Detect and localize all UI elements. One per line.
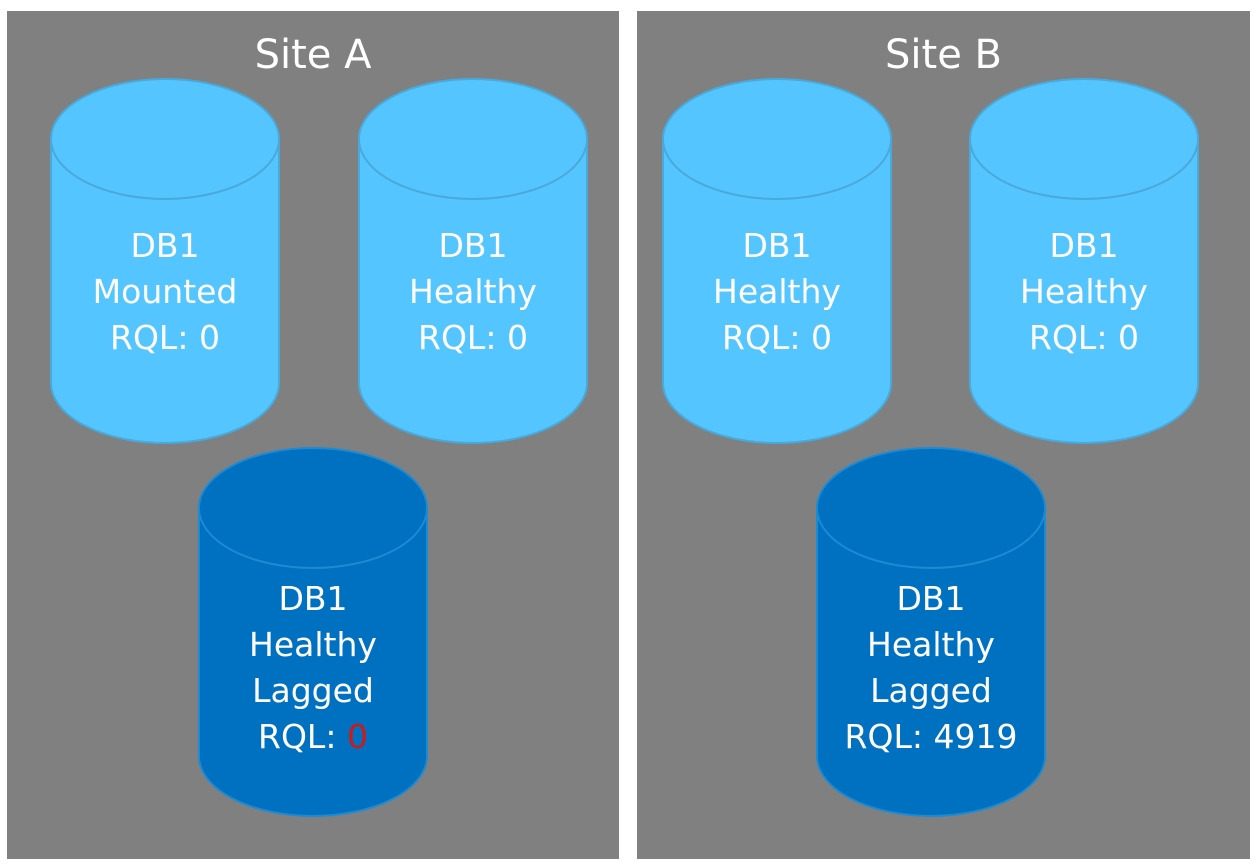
rql-label: RQL:	[1029, 318, 1108, 357]
rql-label: RQL:	[110, 318, 189, 357]
rql-value: 0	[198, 318, 220, 357]
database-name: DB1	[278, 579, 348, 618]
database-name: DB1	[1049, 226, 1119, 265]
database-name: DB1	[130, 226, 200, 265]
database-status: Healthy	[867, 625, 995, 664]
database-copy-cylinder: DB1 Mounted RQL: 0	[49, 77, 281, 445]
database-cylinder-icon	[969, 78, 1199, 444]
rql-value: 0	[506, 318, 528, 357]
database-lag-state: Lagged	[252, 671, 374, 710]
site-a-panel: Site A DB1 Mounted RQL: 0 DB1 Healthy RQ…	[7, 11, 619, 859]
database-cylinder-icon	[662, 78, 892, 444]
replay-queue-length: RQL: 0	[968, 315, 1200, 361]
database-name: DB1	[438, 226, 508, 265]
rql-value: 0	[810, 318, 832, 357]
site-b-panel: Site B DB1 Healthy RQL: 0 DB1 Healthy RQ…	[637, 11, 1250, 859]
lagged-database-copy-cylinder: DB1 Healthy Lagged RQL: 0	[197, 444, 429, 820]
database-copy-cylinder: DB1 Healthy RQL: 0	[968, 77, 1200, 445]
rql-label: RQL:	[418, 318, 497, 357]
database-cylinder-icon	[358, 78, 588, 444]
database-name: DB1	[742, 226, 812, 265]
rql-label: RQL:	[844, 717, 923, 756]
database-status: Healthy	[713, 272, 841, 311]
replay-queue-length: RQL: 0	[49, 315, 281, 361]
site-b-title: Site B	[885, 32, 1002, 78]
rql-value: 0	[1117, 318, 1139, 357]
database-copy-cylinder: DB1 Healthy RQL: 0	[357, 77, 589, 445]
database-status: Mounted	[92, 272, 238, 311]
database-status: Healthy	[409, 272, 537, 311]
database-status: Healthy	[1020, 272, 1148, 311]
database-cylinder-icon	[816, 447, 1046, 817]
database-name: DB1	[896, 579, 966, 618]
replay-queue-length: RQL: 4919	[815, 714, 1047, 760]
database-status: Healthy	[249, 625, 377, 664]
replay-queue-length: RQL: 0	[661, 315, 893, 361]
rql-label: RQL:	[722, 318, 801, 357]
lagged-database-copy-cylinder: DB1 Healthy Lagged RQL: 4919	[815, 444, 1047, 820]
replay-queue-length: RQL: 0	[357, 315, 589, 361]
site-a-title: Site A	[254, 32, 372, 78]
rql-value: 4919	[933, 717, 1018, 756]
database-copy-cylinder: DB1 Healthy RQL: 0	[661, 77, 893, 445]
database-cylinder-icon	[50, 78, 280, 444]
database-lag-state: Lagged	[870, 671, 992, 710]
rql-value-alert: 0	[346, 717, 368, 756]
database-cylinder-icon	[198, 447, 428, 817]
rql-label: RQL:	[258, 717, 337, 756]
replay-queue-length: RQL: 0	[197, 714, 429, 760]
